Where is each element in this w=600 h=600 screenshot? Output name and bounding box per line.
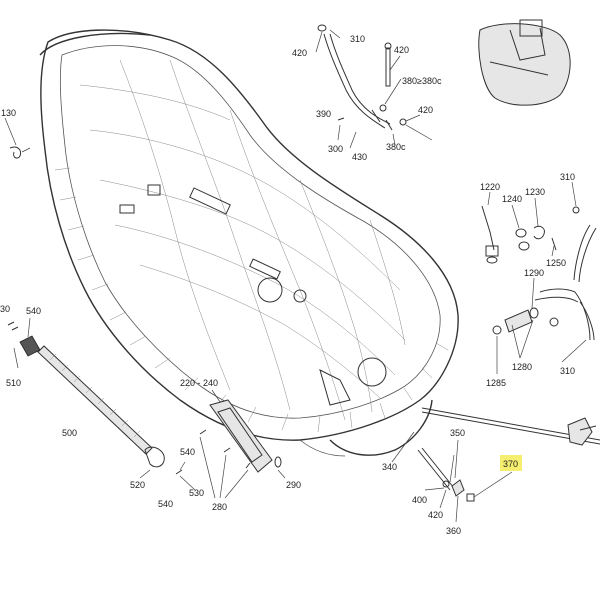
- label-370: 370: [503, 459, 518, 469]
- label-380c: 380c: [386, 142, 406, 152]
- label-1280: 1280: [512, 362, 532, 372]
- label-1220: 1220: [480, 182, 500, 192]
- label-530: 530: [189, 488, 204, 498]
- highlight-box: [500, 455, 522, 471]
- screws-280: [175, 429, 251, 499]
- label-420-c: 420: [418, 105, 433, 115]
- label-1250: 1250: [546, 258, 566, 268]
- label-430: 430: [352, 152, 367, 162]
- callout-labels: 130 30 540 510 500 520 540 530 540 280 2…: [0, 34, 575, 536]
- label-390: 390: [316, 109, 331, 119]
- label-130: 130: [1, 108, 16, 118]
- label-500: 500: [62, 428, 77, 438]
- label-420-d: 420: [428, 510, 443, 520]
- label-510: 510: [6, 378, 21, 388]
- part-220-240: [209, 389, 286, 479]
- label-540-b: 540: [180, 447, 195, 457]
- label-400: 400: [412, 495, 427, 505]
- label-290: 290: [286, 480, 301, 490]
- label-30: 30: [0, 304, 10, 314]
- label-540-a: 540: [26, 306, 41, 316]
- tank-assembly: [478, 19, 571, 106]
- fittings-1220-1290: [481, 181, 597, 374]
- hull: [39, 29, 459, 457]
- label-520: 520: [130, 480, 145, 490]
- part-500-rod: [7, 317, 165, 479]
- label-1240: 1240: [502, 194, 522, 204]
- label-540-c: 540: [158, 499, 173, 509]
- label-420-b: 420: [394, 45, 409, 55]
- label-310-c: 310: [560, 366, 575, 376]
- label-360: 360: [446, 526, 461, 536]
- label-1230: 1230: [525, 187, 545, 197]
- steering-hardware: [391, 407, 600, 523]
- label-420-a: 420: [292, 48, 307, 58]
- cable-390: [315, 24, 433, 149]
- label-1290: 1290: [524, 268, 544, 278]
- label-300: 300: [328, 144, 343, 154]
- label-1285: 1285: [486, 378, 506, 388]
- label-340: 340: [382, 462, 397, 472]
- part-130: [4, 117, 31, 159]
- label-310-a: 310: [350, 34, 365, 44]
- label-310-b: 310: [560, 172, 575, 182]
- label-280: 280: [212, 502, 227, 512]
- label-350: 350: [450, 428, 465, 438]
- label-220-240: 220 - 240: [180, 378, 218, 388]
- label-380: 380≥380c: [402, 76, 442, 86]
